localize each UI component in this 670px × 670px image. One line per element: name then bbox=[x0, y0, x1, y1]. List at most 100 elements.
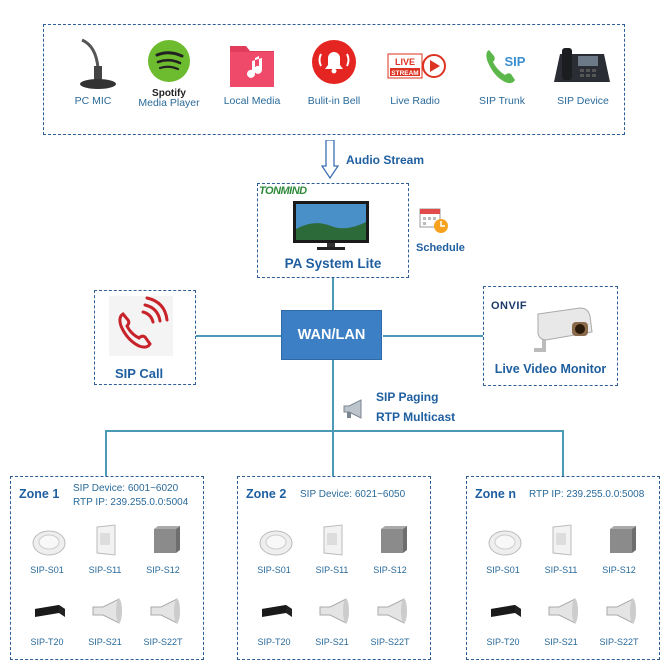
sip-trunk-source: SIP SIP Trunk bbox=[457, 38, 547, 107]
microphone-icon bbox=[80, 38, 116, 89]
local-media-source: Local Media bbox=[207, 38, 297, 107]
box-speaker-icon bbox=[145, 523, 181, 555]
device-label: SIP-S22T bbox=[370, 637, 410, 647]
sip-call-label: SIP Call bbox=[115, 366, 164, 381]
server-to-network-line bbox=[332, 278, 334, 310]
phone-call-icon bbox=[109, 296, 173, 356]
device-label: SIP-S01 bbox=[486, 565, 520, 575]
wall-speaker-icon bbox=[314, 523, 350, 556]
horn-speaker-icon bbox=[372, 595, 408, 627]
device-label: SIP-S21 bbox=[544, 637, 578, 647]
amplifier-icon bbox=[256, 595, 292, 627]
device-label: SIP-S12 bbox=[373, 565, 407, 575]
ceiling-speaker-icon bbox=[29, 523, 66, 556]
device-label: SIP-S11 bbox=[544, 565, 578, 575]
svg-text:LIVE: LIVE bbox=[395, 57, 415, 67]
device-label: SIP-S12 bbox=[146, 565, 180, 575]
bell-source: Bulit-in Bell bbox=[289, 38, 379, 107]
amplifier-icon bbox=[485, 595, 521, 627]
network-to-zones-line bbox=[332, 360, 334, 430]
audio-sources-box bbox=[43, 24, 625, 135]
zone-info: RTP IP: 239.255.0.0:5008 bbox=[529, 489, 645, 500]
schedule-icon bbox=[419, 208, 448, 233]
network-label: WAN/LAN bbox=[297, 327, 366, 343]
zone-info: SIP Device: 6001~6020 bbox=[73, 483, 179, 494]
horn-speaker-icon bbox=[87, 595, 123, 627]
ceiling-speaker-icon bbox=[256, 523, 293, 556]
camera-icon bbox=[534, 307, 593, 352]
source-label: Local Media bbox=[223, 95, 281, 107]
zone-info-rtp: RTP IP: 239.255.0.0:5004 bbox=[73, 497, 189, 508]
svg-text:STREAM: STREAM bbox=[391, 70, 418, 77]
source-label: Bulit-in Bell bbox=[307, 95, 361, 107]
sip-call-link-line bbox=[196, 335, 294, 337]
spotify-icon: Spotify bbox=[148, 40, 190, 99]
source-label: Live Radio bbox=[390, 95, 440, 107]
monitor-icon bbox=[293, 201, 369, 250]
tonmind-logo: TONMIND bbox=[259, 185, 307, 197]
schedule-label: Schedule bbox=[416, 242, 465, 254]
device-label: SIP-S01 bbox=[257, 565, 291, 575]
device-label: SIP-S11 bbox=[88, 565, 122, 575]
device-label: SIP-S21 bbox=[88, 637, 122, 647]
zone-title: Zone 1 bbox=[19, 487, 60, 501]
live-stream-icon: LIVE STREAM bbox=[387, 53, 446, 79]
device-label: SIP-S11 bbox=[315, 565, 349, 575]
wall-speaker-icon bbox=[87, 523, 123, 556]
network-box: WAN/LAN bbox=[281, 310, 382, 360]
zone-title: Zone n bbox=[475, 487, 516, 501]
video-monitor-label: Live Video Monitor bbox=[494, 362, 607, 376]
horn-speaker-icon bbox=[543, 595, 579, 627]
device-label: SIP-S21 bbox=[315, 637, 349, 647]
desk-phone-icon bbox=[554, 48, 610, 82]
pa-system-title: PA System Lite bbox=[284, 256, 382, 271]
rtp-multicast-label: RTP Multicast bbox=[376, 410, 456, 424]
zones-bus-line bbox=[105, 430, 563, 432]
wall-speaker-icon bbox=[543, 523, 579, 556]
pa-system-box bbox=[257, 183, 409, 278]
video-link-line bbox=[383, 335, 483, 337]
bell-icon bbox=[312, 40, 356, 84]
audio-stream-label: Audio Stream bbox=[346, 153, 425, 167]
device-label: SIP-T20 bbox=[30, 637, 64, 647]
pc-mic-source: PC MIC bbox=[48, 38, 138, 107]
video-monitor-box bbox=[483, 286, 618, 386]
media-player-source: Spotify Media Player bbox=[124, 38, 214, 109]
down-arrow-icon bbox=[321, 140, 339, 180]
device-label: SIP-S22T bbox=[599, 637, 639, 647]
device-label: SIP-T20 bbox=[257, 637, 291, 647]
sip-device-source: SIP Device bbox=[538, 38, 628, 107]
horn-speaker-icon bbox=[601, 595, 637, 627]
sip-paging-label: SIP Paging bbox=[376, 390, 439, 404]
box-speaker-icon bbox=[601, 523, 637, 555]
megaphone-icon bbox=[343, 399, 362, 419]
source-label: SIP Device bbox=[557, 95, 609, 107]
device-label: SIP-T20 bbox=[486, 637, 520, 647]
zone-info: SIP Device: 6021~6050 bbox=[300, 489, 406, 500]
zone-title: Zone 2 bbox=[246, 487, 287, 501]
device-label: SIP-S22T bbox=[143, 637, 183, 647]
sip-phone-icon: SIP bbox=[486, 50, 526, 84]
horn-speaker-icon bbox=[314, 595, 350, 627]
horn-speaker-icon bbox=[145, 595, 181, 627]
live-radio-source: LIVE STREAM Live Radio bbox=[370, 38, 460, 107]
amplifier-icon bbox=[29, 595, 65, 627]
box-speaker-icon bbox=[372, 523, 408, 555]
source-label: Media Player bbox=[138, 97, 200, 109]
music-folder-icon bbox=[230, 46, 274, 87]
zone1-drop-line bbox=[105, 430, 107, 476]
sip-logo-text: SIP bbox=[505, 54, 526, 69]
zone2-drop-line bbox=[332, 430, 334, 476]
ceiling-speaker-icon bbox=[485, 523, 522, 556]
device-label: SIP-S12 bbox=[602, 565, 636, 575]
source-label: PC MIC bbox=[74, 95, 112, 107]
sip-call-box bbox=[94, 290, 196, 385]
device-label: SIP-S01 bbox=[30, 565, 64, 575]
onvif-logo: ONVIF bbox=[491, 300, 528, 312]
zonen-drop-line bbox=[562, 430, 564, 476]
source-label: SIP Trunk bbox=[479, 95, 525, 107]
spotify-logo-text: Spotify bbox=[152, 88, 186, 98]
